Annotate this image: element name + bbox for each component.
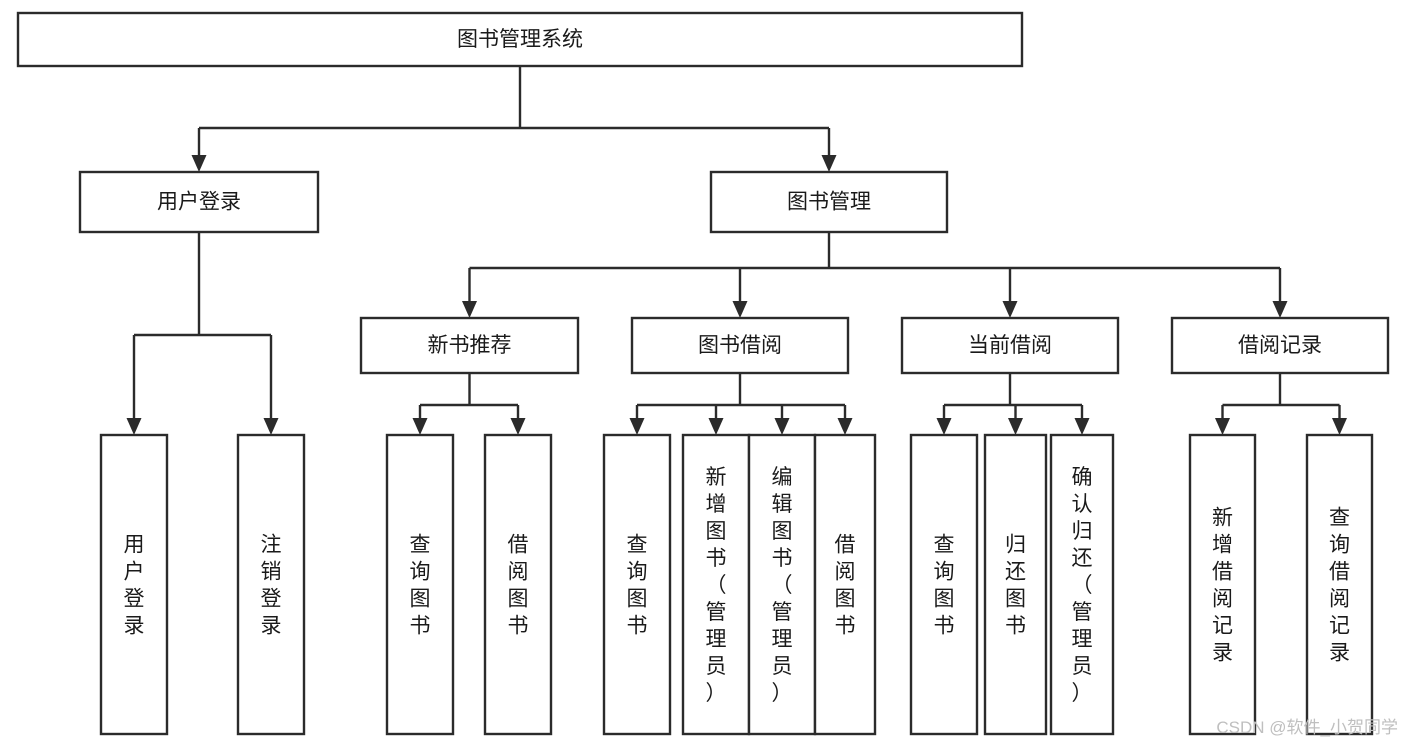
- arrow-head-icon: [1272, 301, 1288, 318]
- node-box-leaf-borrow-book-rec: [483, 433, 553, 736]
- arrow-head-icon: [1002, 301, 1018, 318]
- node-label-book-manage: 图书管理: [787, 191, 871, 214]
- node-label-leaf-confirm-return: 确认归还（管理员）: [1072, 466, 1093, 705]
- node-layer: 图书管理系统用户登录图书管理新书推荐图书借阅当前借阅借阅记录用户登录注销登录查询…: [16, 11, 1390, 736]
- node-label-leaf-query-book-rec: 查询图书: [410, 534, 431, 638]
- node-leaf-query-record[interactable]: 查询借阅记录: [1305, 433, 1374, 736]
- node-box-leaf-query-book-bb: [602, 433, 672, 736]
- node-leaf-add-book[interactable]: 新增图书（管理员）: [681, 433, 751, 736]
- arrow-head-icon: [191, 155, 207, 172]
- node-label-leaf-edit-book: 编辑图书（管理员）: [772, 466, 793, 705]
- node-box-book-manage: [709, 170, 949, 234]
- node-book-borrow[interactable]: 图书借阅: [630, 316, 850, 375]
- node-leaf-query-book-cb[interactable]: 查询图书: [909, 433, 979, 736]
- node-label-leaf-user-login: 用户登录: [124, 534, 145, 638]
- node-leaf-logout[interactable]: 注销登录: [236, 433, 306, 736]
- node-box-root: [16, 11, 1024, 68]
- node-leaf-confirm-return[interactable]: 确认归还（管理员）: [1049, 433, 1115, 736]
- node-label-leaf-logout: 注销登录: [261, 534, 282, 638]
- arrow-head-icon: [837, 418, 853, 435]
- node-box-leaf-add-book: [681, 433, 751, 736]
- arrow-head-icon: [732, 301, 748, 318]
- connector-layer: [126, 66, 1347, 435]
- node-box-user-login: [78, 170, 320, 234]
- arrow-head-icon: [1332, 418, 1347, 435]
- arrow-head-icon: [821, 155, 837, 172]
- node-label-leaf-borrow-book-bb: 借阅图书: [835, 534, 856, 638]
- arrow-head-icon: [263, 418, 279, 435]
- node-leaf-edit-book[interactable]: 编辑图书（管理员）: [747, 433, 817, 736]
- node-box-leaf-user-login: [99, 433, 169, 736]
- node-root[interactable]: 图书管理系统: [16, 11, 1024, 68]
- node-label-leaf-return-book: 归还图书: [1005, 534, 1026, 638]
- node-box-leaf-confirm-return: [1049, 433, 1115, 736]
- node-label-leaf-borrow-book-rec: 借阅图书: [508, 534, 529, 638]
- node-box-leaf-query-book-rec: [385, 433, 455, 736]
- node-box-leaf-query-record: [1305, 433, 1374, 736]
- node-label-current-borrow: 当前借阅: [968, 334, 1052, 357]
- arrow-head-icon: [510, 418, 526, 435]
- arrow-head-icon: [462, 301, 477, 318]
- node-box-leaf-logout: [236, 433, 306, 736]
- node-box-leaf-query-book-cb: [909, 433, 979, 736]
- node-borrow-record[interactable]: 借阅记录: [1170, 316, 1390, 375]
- node-box-book-borrow: [630, 316, 850, 375]
- node-box-new-book-rec: [359, 316, 580, 375]
- node-leaf-borrow-book-rec[interactable]: 借阅图书: [483, 433, 553, 736]
- arrow-head-icon: [708, 418, 724, 435]
- node-current-borrow[interactable]: 当前借阅: [900, 316, 1120, 375]
- node-label-leaf-add-record: 新增借阅记录: [1212, 507, 1233, 665]
- node-label-new-book-rec: 新书推荐: [428, 334, 512, 357]
- arrow-head-icon: [1215, 418, 1230, 435]
- arrow-head-icon: [412, 418, 428, 435]
- node-box-borrow-record: [1170, 316, 1390, 375]
- node-user-login[interactable]: 用户登录: [78, 170, 320, 234]
- node-label-book-borrow: 图书借阅: [698, 334, 782, 357]
- arrow-head-icon: [936, 418, 952, 435]
- arrow-head-icon: [629, 418, 645, 435]
- node-leaf-borrow-book-bb[interactable]: 借阅图书: [813, 433, 877, 736]
- node-leaf-query-book-rec[interactable]: 查询图书: [385, 433, 455, 736]
- node-book-manage[interactable]: 图书管理: [709, 170, 949, 234]
- node-label-borrow-record: 借阅记录: [1238, 334, 1322, 357]
- node-leaf-add-record[interactable]: 新增借阅记录: [1188, 433, 1257, 736]
- node-box-leaf-borrow-book-bb: [813, 433, 877, 736]
- node-label-leaf-add-book: 新增图书（管理员）: [706, 466, 727, 705]
- node-label-leaf-query-book-cb: 查询图书: [934, 534, 955, 638]
- arrow-head-icon: [1074, 418, 1090, 435]
- node-label-leaf-query-book-bb: 查询图书: [627, 534, 648, 638]
- node-box-leaf-return-book: [983, 433, 1048, 736]
- node-leaf-user-login[interactable]: 用户登录: [99, 433, 169, 736]
- node-label-user-login: 用户登录: [157, 191, 241, 214]
- csdn-watermark: CSDN @软件_小贺同学: [1216, 718, 1398, 737]
- node-label-leaf-query-record: 查询借阅记录: [1329, 507, 1350, 665]
- node-box-leaf-add-record: [1188, 433, 1257, 736]
- node-leaf-query-book-bb[interactable]: 查询图书: [602, 433, 672, 736]
- node-leaf-return-book[interactable]: 归还图书: [983, 433, 1048, 736]
- node-label-root: 图书管理系统: [457, 28, 583, 51]
- node-new-book-rec[interactable]: 新书推荐: [359, 316, 580, 375]
- node-box-current-borrow: [900, 316, 1120, 375]
- arrow-head-icon: [1008, 418, 1023, 435]
- arrow-head-icon: [774, 418, 790, 435]
- arrow-head-icon: [126, 418, 142, 435]
